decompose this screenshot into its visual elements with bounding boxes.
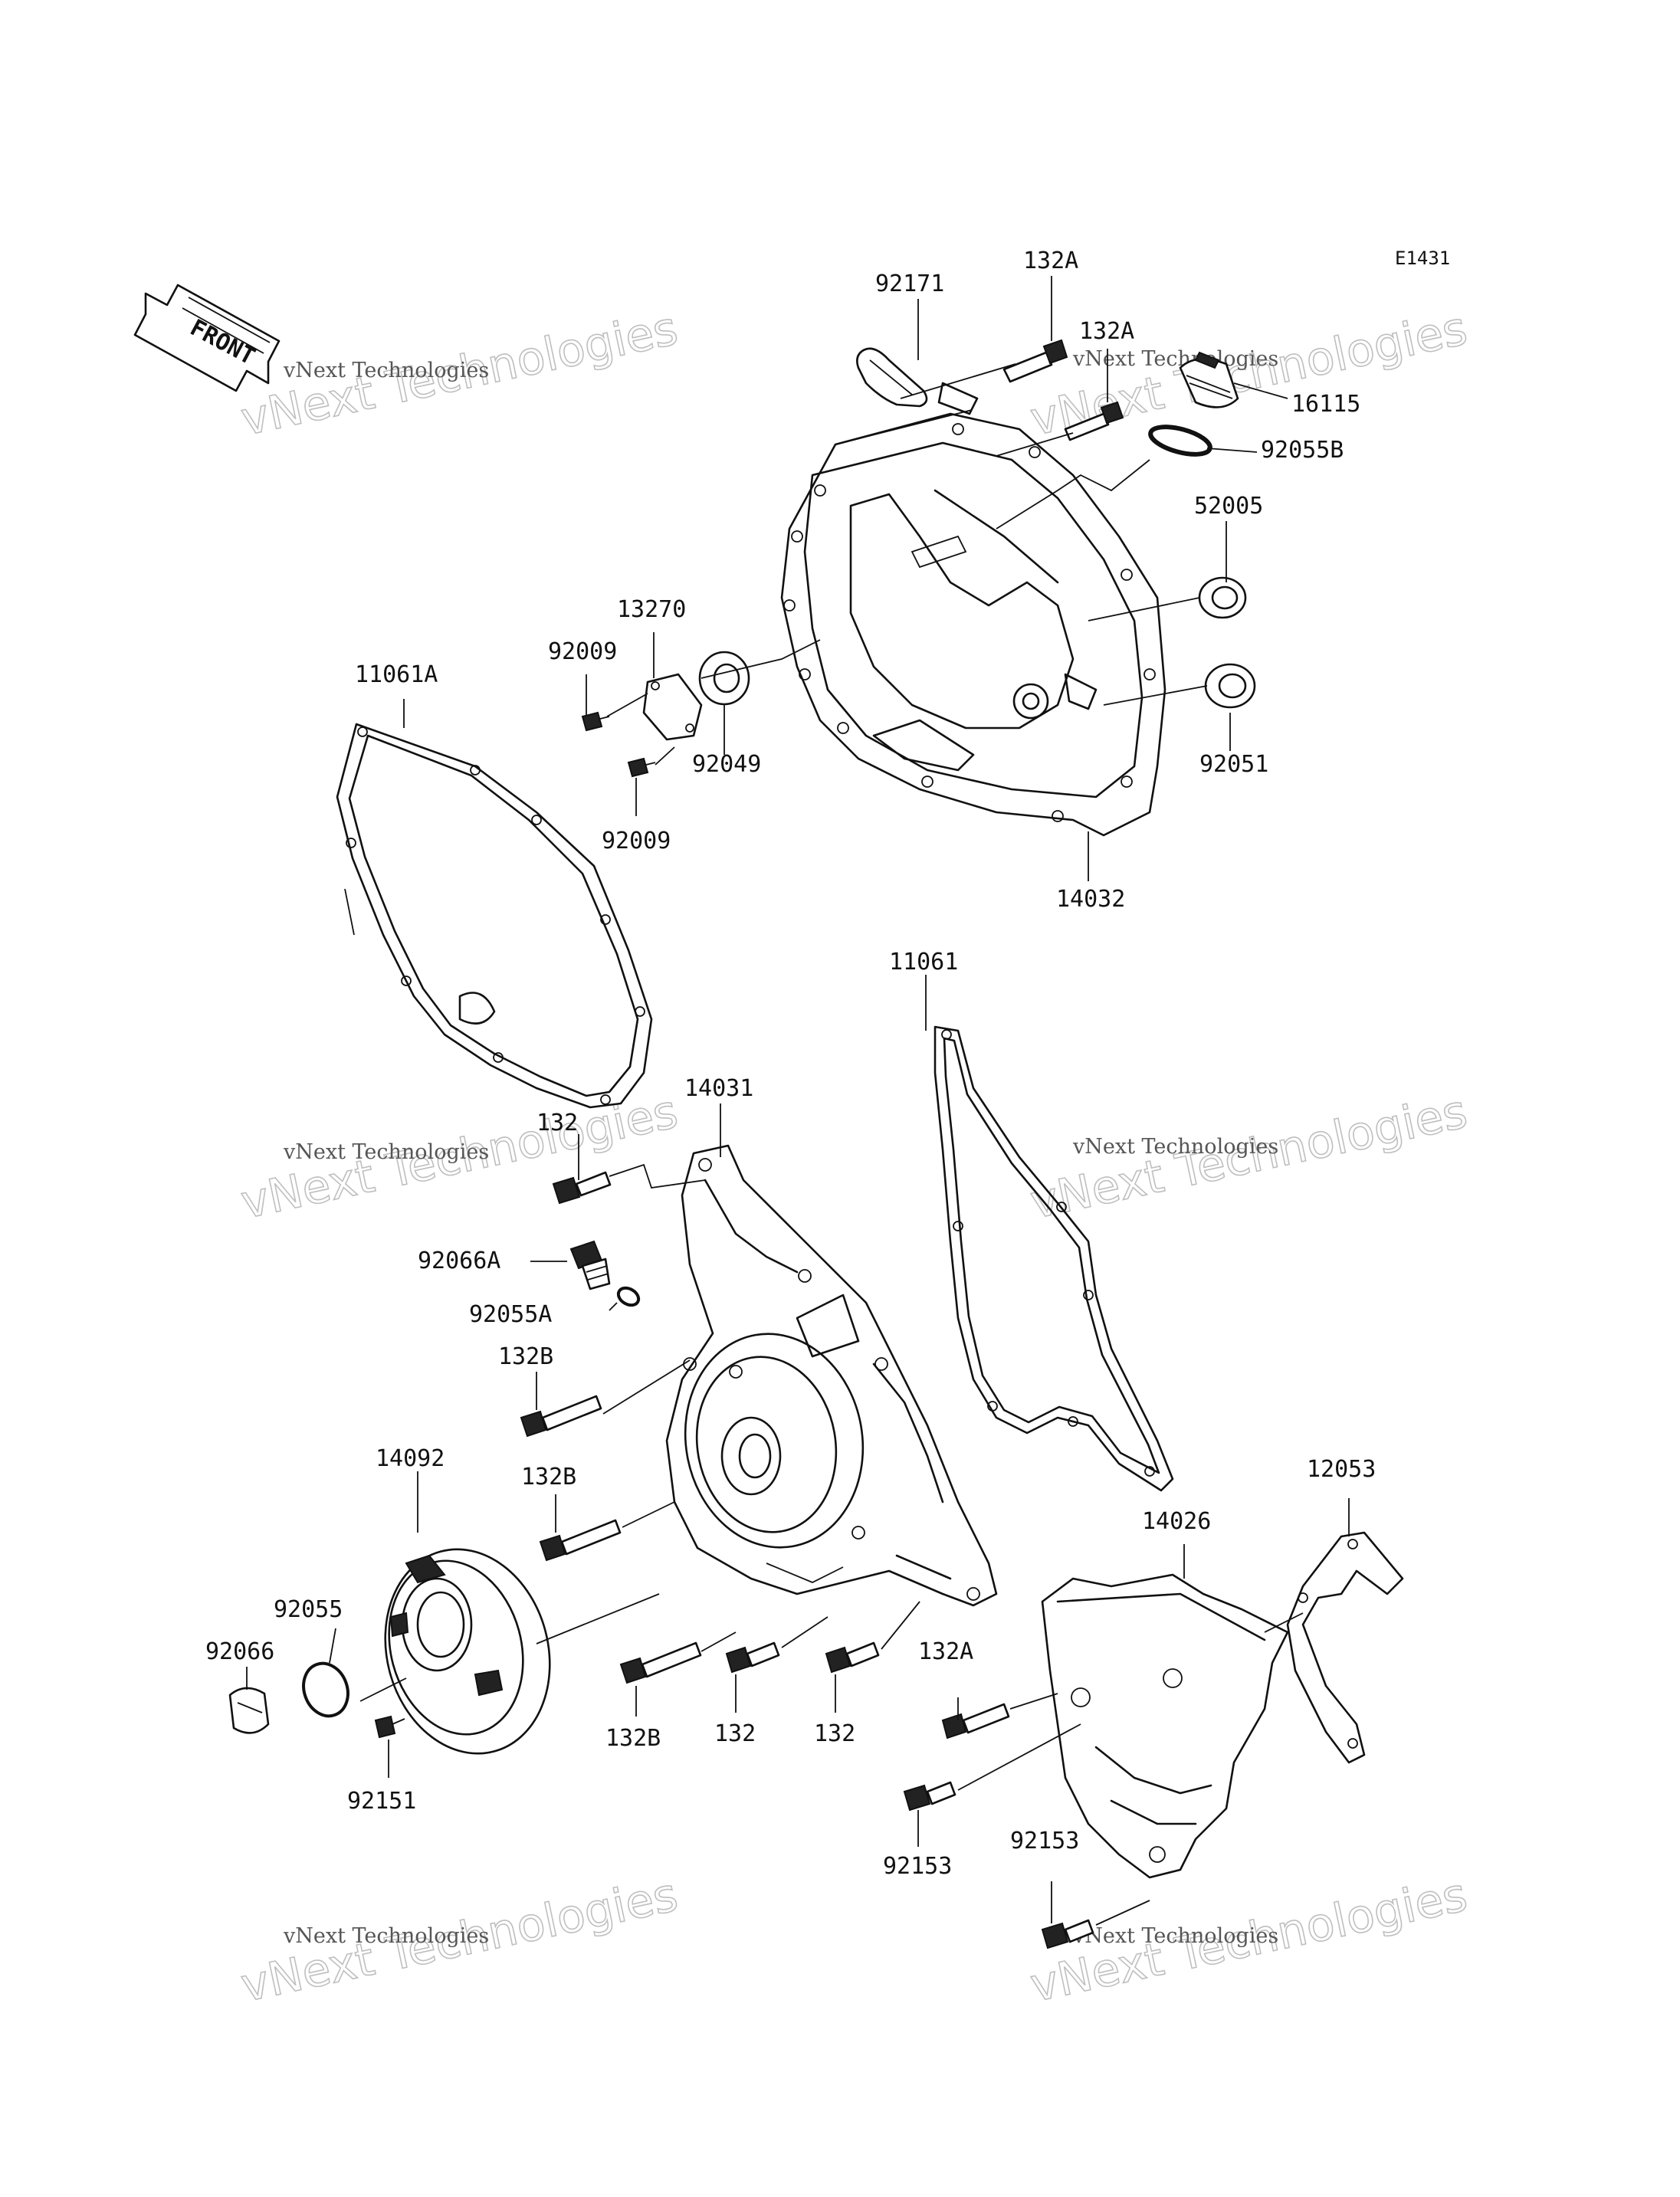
watermark-top-left: vNext Technologies vNext Technologies [236, 301, 683, 448]
gasket-11061A-drawing [336, 723, 653, 1109]
bolt-92153-a-drawing [903, 1781, 956, 1812]
o-ring-92055A-drawing [616, 1286, 641, 1307]
plate-13270-drawing [642, 673, 703, 741]
screw-92009-a-drawing [581, 711, 610, 732]
part-label-92066: 92066 [205, 1638, 274, 1665]
part-label-92055: 92055 [274, 1596, 343, 1623]
part-label-132-b: 132 [714, 1720, 756, 1747]
part-label-132-c: 132 [814, 1720, 855, 1747]
clip-92171-drawing [856, 347, 979, 415]
part-label-16115: 16115 [1291, 391, 1360, 418]
part-label-92009-b: 92009 [602, 828, 671, 854]
filler-cap-16115-drawing [1179, 351, 1239, 408]
part-label-92055B: 92055B [1261, 437, 1344, 464]
bolt-132B-a-drawing [520, 1395, 602, 1438]
part-label-11061A: 11061A [355, 661, 438, 688]
part-label-92171: 92171 [875, 271, 944, 297]
bolt-132B-b-drawing [539, 1519, 622, 1562]
part-label-132B-a: 132B [498, 1343, 553, 1370]
seal-92049-drawing [698, 651, 750, 706]
part-label-92153-a: 92153 [883, 1853, 952, 1880]
seal-52005-drawing [1198, 576, 1247, 619]
screw-92009-b-drawing [627, 757, 656, 778]
seal-92051-drawing [1204, 663, 1256, 709]
part-label-132A-mid: 132A [1079, 318, 1134, 345]
watermark-bottom-left: vNext Technologies vNext Technologies [236, 1867, 683, 2014]
o-ring-92055-drawing [302, 1661, 349, 1718]
bracket-12053-drawing [1286, 1531, 1404, 1764]
part-label-92066A: 92066A [418, 1248, 500, 1274]
o-ring-92055B-drawing [1148, 425, 1212, 457]
part-label-14032: 14032 [1056, 886, 1125, 913]
watermark-small: vNext Technologies [283, 1140, 489, 1164]
part-label-92051: 92051 [1199, 751, 1268, 778]
part-label-92049: 92049 [692, 751, 761, 778]
plug-92066-drawing [228, 1687, 270, 1734]
cover-14092-drawing [384, 1548, 551, 1755]
bolt-132A-low-drawing [941, 1703, 1010, 1740]
bolt-132A-mid-drawing [1064, 401, 1124, 441]
clutch-cover-drawing [780, 412, 1166, 837]
bolt-132-top-drawing [552, 1171, 612, 1205]
plug-92066A-drawing [569, 1240, 611, 1290]
watermark-mid-left: vNext Technologies vNext Technologies [236, 1084, 683, 1231]
diagram-code: E1431 [1395, 248, 1450, 269]
watermark-small: vNext Technologies [283, 359, 489, 382]
watermark-small: vNext Technologies [1072, 1924, 1278, 1948]
part-label-11061: 11061 [889, 949, 958, 976]
bolt-132-c-drawing [825, 1641, 880, 1674]
bolt-132A-top-drawing [1002, 339, 1068, 383]
part-label-132B-b: 132B [521, 1464, 576, 1490]
part-label-92153-b: 92153 [1010, 1828, 1079, 1854]
part-label-132A-low: 132A [918, 1638, 973, 1665]
part-label-132-top: 132 [536, 1110, 578, 1136]
front-arrow-icon: FRONT [133, 284, 281, 392]
bolt-92151-drawing [374, 1715, 405, 1739]
watermark-small: vNext Technologies [283, 1924, 489, 1948]
sprocket-cover-14026-drawing [1041, 1573, 1289, 1879]
gasket-11061-drawing [934, 1025, 1174, 1492]
part-label-14031: 14031 [684, 1075, 753, 1102]
part-label-12053: 12053 [1307, 1456, 1376, 1483]
part-label-52005: 52005 [1194, 493, 1263, 520]
leader-lines [246, 276, 1350, 1926]
bolt-132B-c-drawing [619, 1641, 702, 1684]
part-label-132A-top: 132A [1023, 248, 1078, 274]
watermark-small: vNext Technologies [1072, 347, 1278, 371]
part-labels: 92171 132A 132A 16115 92055B 52005 13270… [205, 248, 1376, 1880]
generator-cover-14031-drawing [665, 1144, 998, 1607]
part-label-14092: 14092 [376, 1445, 445, 1472]
part-label-14026: 14026 [1142, 1508, 1211, 1535]
watermark-mid-right: vNext Technologies vNext Technologies [1025, 1084, 1472, 1231]
bolt-132-b-drawing [725, 1641, 780, 1674]
watermark-bottom-right: vNext Technologies vNext Technologies [1025, 1867, 1472, 2014]
part-label-132B-c: 132B [605, 1725, 661, 1752]
part-label-13270: 13270 [617, 596, 686, 623]
watermark-small: vNext Technologies [1072, 1135, 1278, 1159]
bolt-92153-b-drawing [1041, 1919, 1094, 1949]
part-label-92055A: 92055A [469, 1301, 552, 1328]
part-label-92009-a: 92009 [548, 638, 617, 665]
part-label-92151: 92151 [347, 1788, 416, 1815]
